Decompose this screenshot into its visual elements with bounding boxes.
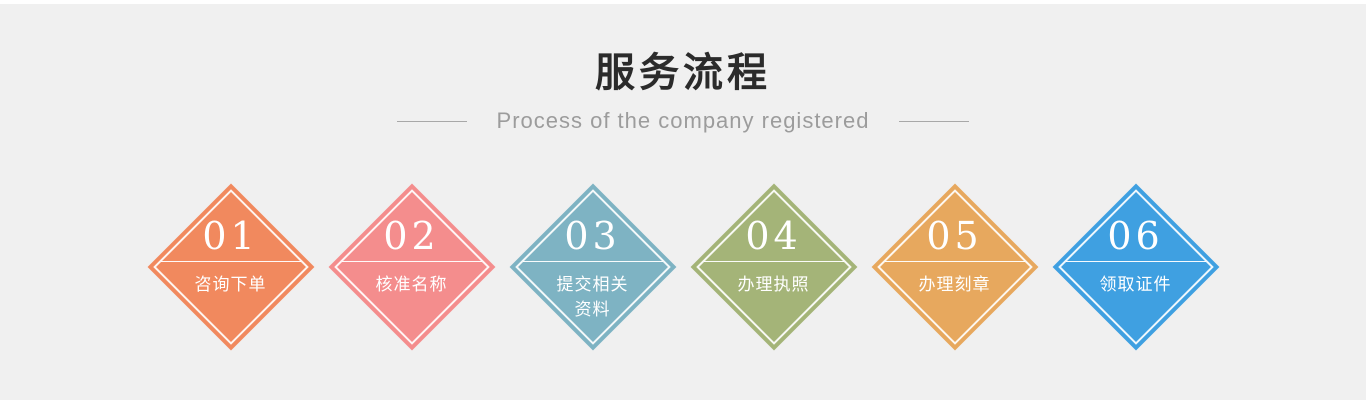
step-label: 咨询下单 [194, 274, 267, 294]
step-number: 06 [1107, 214, 1164, 258]
top-strip [0, 0, 1366, 4]
step-number: 05 [926, 214, 983, 258]
step-number: 04 [745, 214, 802, 258]
process-step-3: 03 提交相关资料 [509, 183, 676, 350]
step-divider [160, 260, 301, 262]
process-step-2: 02 核准名称 [328, 183, 495, 350]
process-step-6: 06 领取证件 [1052, 183, 1219, 350]
step-content: 03 提交相关资料 [509, 183, 676, 350]
step-divider [522, 260, 663, 262]
subtitle-row: Process of the company registered [0, 108, 1366, 134]
step-number: 02 [383, 214, 440, 258]
page-title: 服务流程 [595, 51, 771, 95]
step-label: 办理执照 [737, 274, 810, 294]
step-divider [341, 260, 482, 262]
step-divider [703, 260, 844, 262]
step-label: 核准名称 [375, 274, 448, 294]
step-content: 01 咨询下单 [147, 183, 314, 350]
process-step-1: 01 咨询下单 [147, 183, 314, 350]
page-subtitle: Process of the company registered [496, 108, 870, 133]
step-content: 05 办理刻章 [871, 183, 1038, 350]
step-content: 04 办理执照 [690, 183, 857, 350]
step-divider [884, 260, 1025, 262]
process-step-4: 04 办理执照 [690, 183, 857, 350]
step-divider [1065, 260, 1206, 262]
process-steps-row: 01 咨询下单 02 核准名称 03 提交相关资料 04 [0, 183, 1366, 350]
step-label: 提交相关资料 [556, 274, 629, 320]
subtitle-line-right [899, 120, 970, 122]
step-label: 办理刻章 [918, 274, 991, 294]
process-step-5: 05 办理刻章 [871, 183, 1038, 350]
subtitle-line-left [396, 120, 467, 122]
step-number: 01 [202, 214, 259, 258]
step-content: 02 核准名称 [328, 183, 495, 350]
step-content: 06 领取证件 [1052, 183, 1219, 350]
step-number: 03 [564, 214, 621, 258]
step-label: 领取证件 [1099, 274, 1172, 294]
